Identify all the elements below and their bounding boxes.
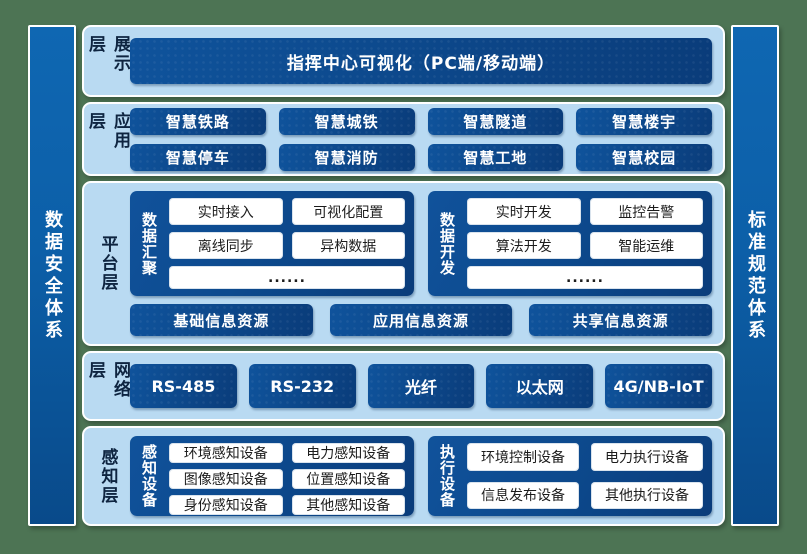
layer-panel-network: 网络层 RS-485 RS-232 光纤 以太网 4G/NB-IoT xyxy=(82,351,725,421)
network-layer-content: RS-485 RS-232 光纤 以太网 4G/NB-IoT xyxy=(130,361,712,411)
app-item-box: 智慧校园 xyxy=(576,143,712,171)
network-item-box: 4G/NB-IoT xyxy=(605,364,712,408)
data-aggregation-label: 数据汇聚 xyxy=(140,211,158,276)
platform-item-box: 监控告警 xyxy=(589,198,703,225)
network-layer-label: 网络层 xyxy=(85,361,130,399)
execution-devices-grid: 环境控制设备 电力执行设备 信息发布设备 其他执行设备 xyxy=(467,443,703,509)
display-layer-content: 指挥中心可视化（PC端/移动端） xyxy=(130,35,712,87)
perception-groups: 感知设备 环境感知设备 电力感知设备 图像感知设备 位置感知设备 身份感知设备 … xyxy=(130,436,712,516)
platform-item-box: 异构数据 xyxy=(291,232,405,259)
sensing-device-box: 位置感知设备 xyxy=(291,469,405,489)
execution-device-box: 其他执行设备 xyxy=(591,481,703,509)
sensing-devices-group: 感知设备 环境感知设备 电力感知设备 图像感知设备 位置感知设备 身份感知设备 … xyxy=(130,436,414,516)
app-item-box: 智慧工地 xyxy=(427,143,564,171)
data-security-pillar: 数据安全体系 xyxy=(28,25,76,526)
execution-devices-group: 执行设备 环境控制设备 电力执行设备 信息发布设备 其他执行设备 xyxy=(428,436,712,516)
resource-box: 基础信息资源 xyxy=(130,304,313,336)
sensing-devices-grid: 环境感知设备 电力感知设备 图像感知设备 位置感知设备 身份感知设备 其他感知设… xyxy=(169,443,405,515)
standard-spec-pillar-label: 标准规范体系 xyxy=(745,209,766,342)
platform-item-box: 实时接入 xyxy=(169,198,283,225)
sensing-device-box: 电力感知设备 xyxy=(291,443,405,463)
execution-device-box: 信息发布设备 xyxy=(467,481,579,509)
platform-item-box: 智能运维 xyxy=(589,232,703,259)
platform-item-box: 算法开发 xyxy=(467,232,581,259)
app-item-box: 智慧隧道 xyxy=(427,107,564,135)
data-development-label: 数据开发 xyxy=(438,211,456,276)
data-development-group: 数据开发 实时开发 监控告警 算法开发 智能运维 ...... xyxy=(428,191,712,296)
execution-devices-label: 执行设备 xyxy=(438,444,456,508)
app-item-box: 智慧铁路 xyxy=(130,107,266,135)
sensing-device-box: 身份感知设备 xyxy=(169,495,283,515)
diagram-frame: 数据安全体系 展示层 指挥中心可视化（PC端/移动端） 应用层 xyxy=(28,25,779,526)
app-item-box: 智慧楼宇 xyxy=(576,107,712,135)
platform-groups: 数据汇聚 实时接入 可视化配置 离线同步 异构数据 ...... xyxy=(130,191,712,296)
sensing-device-box: 环境感知设备 xyxy=(169,443,283,463)
network-item-box: 以太网 xyxy=(486,364,594,408)
app-item-box: 智慧城铁 xyxy=(278,107,415,135)
perception-layer-label: 感知层 xyxy=(97,447,118,505)
network-item-box: RS-232 xyxy=(248,364,356,408)
execution-device-box: 电力执行设备 xyxy=(591,443,703,471)
resource-box: 共享信息资源 xyxy=(529,304,712,336)
standard-spec-pillar: 标准规范体系 xyxy=(731,25,779,526)
network-item-box: 光纤 xyxy=(367,364,475,408)
data-aggregation-group: 数据汇聚 实时接入 可视化配置 离线同步 异构数据 ...... xyxy=(130,191,414,296)
data-development-grid: 实时开发 监控告警 算法开发 智能运维 ...... xyxy=(467,198,703,289)
platform-layer-content: 数据汇聚 实时接入 可视化配置 离线同步 异构数据 ...... xyxy=(130,191,712,336)
layer-panel-platform: 平台层 数据汇聚 实时接入 可视化配置 离线同步 异构数据 xyxy=(82,181,725,346)
display-layer-label: 展示层 xyxy=(85,35,130,73)
layer-panel-display: 展示层 指挥中心可视化（PC端/移动端） xyxy=(82,25,725,97)
network-item-box: RS-485 xyxy=(130,364,237,408)
data-security-pillar-label: 数据安全体系 xyxy=(42,209,63,342)
platform-item-box: 可视化配置 xyxy=(291,198,405,225)
resource-row: 基础信息资源 应用信息资源 共享信息资源 xyxy=(130,304,712,336)
sensing-device-box: 图像感知设备 xyxy=(169,469,283,489)
command-center-box: 指挥中心可视化（PC端/移动端） xyxy=(130,38,712,84)
data-aggregation-grid: 实时接入 可视化配置 离线同步 异构数据 ...... xyxy=(169,198,405,289)
platform-more-box: ...... xyxy=(467,266,703,289)
platform-layer-label: 平台层 xyxy=(97,235,118,292)
sensing-devices-label: 感知设备 xyxy=(140,444,158,508)
layer-panel-perception: 感知层 感知设备 环境感知设备 电力感知设备 图像感知设备 位置感知设备 身份感… xyxy=(82,426,725,526)
execution-device-box: 环境控制设备 xyxy=(467,443,579,471)
layer-panel-application: 应用层 智慧铁路 智慧城铁 智慧隧道 智慧楼宇 智慧停车 智慧消防 智慧工地 智… xyxy=(82,102,725,176)
app-item-box: 智慧停车 xyxy=(130,143,266,171)
platform-more-box: ...... xyxy=(169,266,405,289)
layer-stack: 展示层 指挥中心可视化（PC端/移动端） 应用层 智慧铁路 智慧城铁 xyxy=(82,25,725,526)
platform-item-box: 离线同步 xyxy=(169,232,283,259)
sensing-device-box: 其他感知设备 xyxy=(291,495,405,515)
resource-box: 应用信息资源 xyxy=(329,304,513,336)
application-grid: 智慧铁路 智慧城铁 智慧隧道 智慧楼宇 智慧停车 智慧消防 智慧工地 智慧校园 xyxy=(130,107,712,171)
application-layer-label: 应用层 xyxy=(85,112,130,150)
network-grid: RS-485 RS-232 光纤 以太网 4G/NB-IoT xyxy=(130,364,712,408)
app-item-box: 智慧消防 xyxy=(278,143,415,171)
application-layer-content: 智慧铁路 智慧城铁 智慧隧道 智慧楼宇 智慧停车 智慧消防 智慧工地 智慧校园 xyxy=(130,107,712,171)
platform-item-box: 实时开发 xyxy=(467,198,581,225)
